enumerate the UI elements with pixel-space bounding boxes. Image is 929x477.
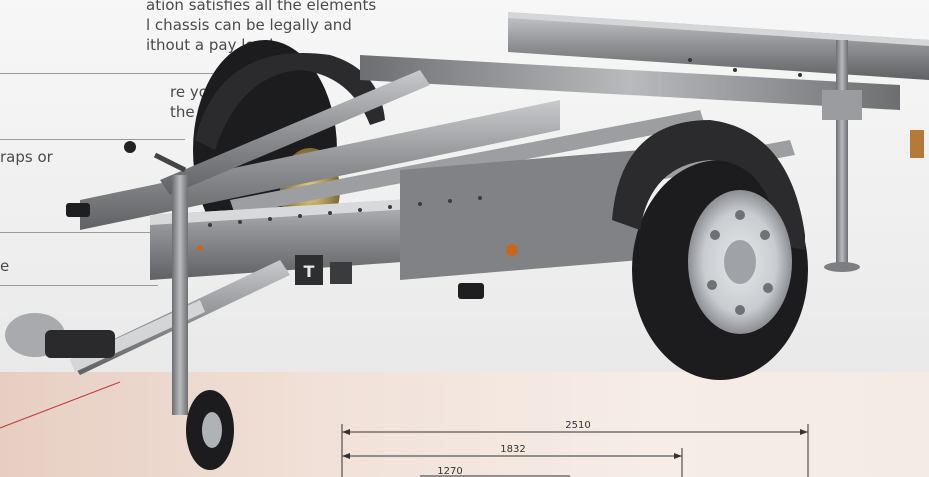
callout-legal-line-1: ation satisfies all the elements	[146, 0, 377, 14]
jockey-wheel	[124, 141, 234, 470]
brand-plate	[295, 255, 323, 285]
svg-text:T: T	[304, 262, 315, 281]
breakaway-cable	[0, 381, 121, 429]
callout-legal-compliance: ation satisfies all the elements l chass…	[146, 0, 376, 55]
callout-divider-4	[0, 285, 158, 286]
hitch-coupling	[0, 313, 121, 429]
damper-bellows	[45, 330, 115, 358]
right-end-cap	[458, 283, 484, 299]
callout-straps-line-1: raps or	[0, 148, 53, 166]
fender	[612, 120, 805, 250]
callout-divider-1	[0, 73, 245, 74]
callout-straps: raps or	[0, 147, 53, 167]
amber-reflector-side	[506, 244, 518, 256]
left-end-cap	[66, 203, 90, 217]
callout-divider-2	[0, 139, 185, 140]
callout-legal-line-2: l chassis can be legally and	[146, 16, 352, 34]
rear-cross-bar	[508, 12, 929, 158]
rear-light-connector	[910, 130, 924, 158]
floor-gradient	[0, 372, 929, 477]
callout-fragment-line-1: e	[0, 257, 10, 275]
callout-divider-3	[0, 232, 185, 233]
dim-label-overall: 2510	[565, 420, 590, 431]
dimension-drawing	[341, 424, 809, 477]
near-wheel-assembly	[612, 120, 808, 380]
callout-fragment: e	[0, 256, 9, 276]
dim-label-inner: 1270	[437, 466, 462, 477]
rear-stabilizer-leg	[822, 40, 862, 272]
dim-label-middle: 1832	[500, 444, 525, 455]
amber-reflector	[197, 245, 203, 251]
